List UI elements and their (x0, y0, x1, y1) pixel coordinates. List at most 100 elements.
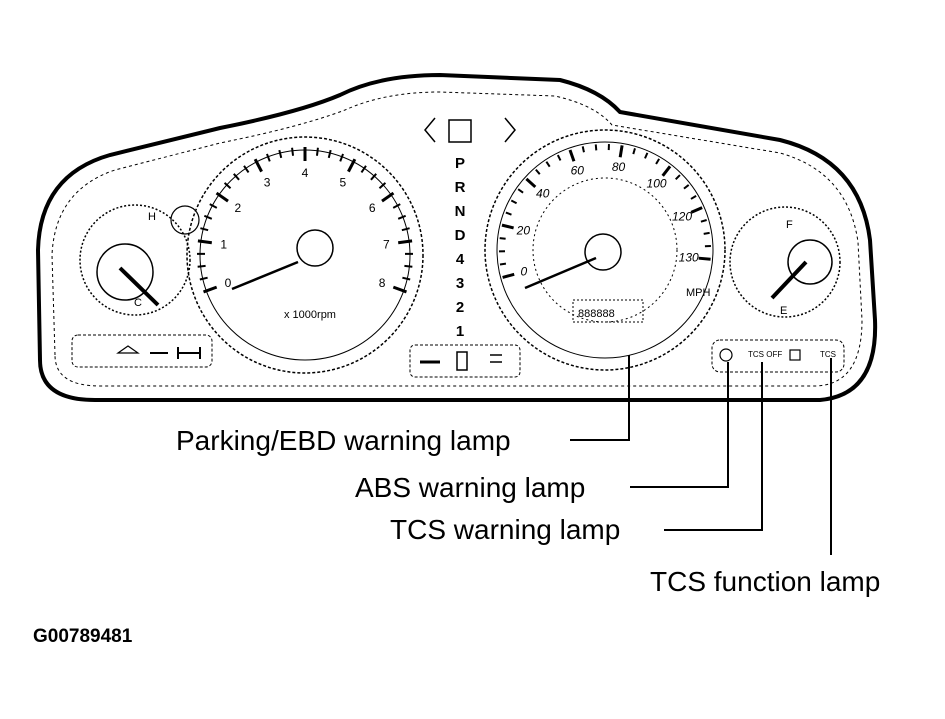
figure-code: G00789481 (33, 626, 133, 647)
speed-tick (632, 148, 636, 155)
speed-tick (700, 219, 707, 223)
tach-tick (200, 227, 209, 232)
tach-tick (243, 165, 250, 174)
gear-letter: N (455, 203, 466, 220)
tach-tick (392, 203, 401, 209)
speed-tick-label: 40 (536, 187, 550, 201)
tach-tick (266, 153, 271, 162)
speed-tick (581, 146, 585, 153)
speed-tick-label: 60 (571, 164, 585, 178)
speed-tick (690, 206, 703, 214)
speed-tick-label: 0 (521, 265, 528, 279)
tach-tick-label: 8 (379, 276, 386, 290)
speed-tick (525, 177, 537, 189)
gear-letter: D (455, 227, 466, 244)
gear-letter: 4 (456, 251, 465, 268)
cluster-inner-outline (51, 91, 863, 387)
tcs-lamp-text: TCS (820, 350, 836, 359)
temp-low-label: C (134, 297, 142, 309)
tach-tick (402, 276, 411, 281)
temperature-gauge (79, 204, 200, 316)
speed-tick-label: 100 (647, 177, 667, 191)
tach-tick (347, 158, 357, 173)
speed-tick (510, 199, 518, 205)
speed-tick-marks (498, 144, 711, 279)
odometer-display: 888888 (578, 308, 615, 320)
tach-tick-label: 3 (264, 175, 271, 189)
speed-tick (535, 169, 541, 175)
speed-tick (568, 149, 576, 162)
speed-tick (644, 152, 649, 159)
tach-tick (291, 147, 295, 156)
fuel-full-label: F (786, 219, 793, 231)
speed-tick (545, 161, 551, 168)
tach-tick-marks (196, 147, 414, 294)
speed-tick (661, 165, 672, 177)
left-lamp-panel (71, 334, 213, 368)
gear-letter: 1 (456, 323, 464, 340)
speed-tick (698, 256, 711, 261)
tachometer (186, 136, 424, 374)
callout-tcs-function: TCS function lamp (650, 566, 880, 597)
speed-tick (675, 174, 681, 180)
leader-abs (630, 362, 729, 488)
right-lamp-panel (711, 339, 845, 373)
speed-tick-label: 130 (679, 250, 699, 264)
fuel-gauge (729, 206, 841, 318)
callout-abs: ABS warning lamp (355, 472, 585, 503)
callout-tcs-warning: TCS warning lamp (390, 514, 620, 545)
speed-tick (505, 211, 512, 216)
leader-tcs-warning (664, 362, 763, 531)
tcs-off-lamp-text: TCS OFF (748, 350, 782, 359)
gear-letter: R (455, 179, 466, 196)
tach-tick (315, 147, 319, 156)
speed-tick (618, 145, 624, 158)
tach-tick (209, 203, 218, 209)
callout-parking-ebd: Parking/EBD warning lamp (176, 425, 511, 456)
speed-tick (502, 272, 515, 279)
speed-tick (683, 184, 690, 190)
tach-tick (339, 153, 344, 162)
tach-tick-label: 2 (234, 201, 241, 215)
tach-tick (203, 214, 213, 220)
tach-tick (381, 191, 395, 203)
tach-tick (401, 227, 410, 232)
center-lamp-panel (409, 344, 521, 378)
tach-tick (203, 285, 218, 294)
tach-tick-label: 4 (302, 166, 309, 180)
tach-tick (378, 182, 387, 189)
tach-tick (404, 264, 413, 268)
tach-tick (215, 191, 229, 203)
tach-tick-label: 6 (369, 201, 376, 215)
tach-tick (197, 239, 212, 245)
tach-tick (398, 239, 413, 245)
tach-tick (327, 149, 332, 159)
speed-tick-label: 80 (612, 160, 626, 174)
tach-tick-label: 0 (225, 276, 232, 290)
leader-lines (570, 355, 832, 555)
gear-indicator (424, 117, 516, 143)
tach-tick (253, 158, 263, 173)
cluster-outline (35, 72, 878, 402)
speed-tick (499, 237, 506, 240)
tach-tick (223, 182, 232, 189)
temp-high-label: H (148, 211, 156, 223)
tach-unit-label: x 1000rpm (284, 309, 336, 321)
tach-tick (360, 165, 367, 174)
tach-tick-label: 1 (220, 237, 227, 251)
speedometer (484, 129, 726, 371)
tach-tick (397, 214, 407, 220)
speed-tick (703, 231, 710, 235)
fuel-empty-label: E (780, 305, 787, 317)
speed-tick-label: 120 (672, 209, 692, 223)
gear-letter: P (455, 155, 465, 172)
tach-tick (197, 264, 206, 268)
tach-tick (370, 173, 377, 181)
gear-letter: 3 (456, 275, 464, 292)
leader-parking-ebd (570, 355, 630, 441)
speed-unit-label: MPH (686, 287, 711, 299)
